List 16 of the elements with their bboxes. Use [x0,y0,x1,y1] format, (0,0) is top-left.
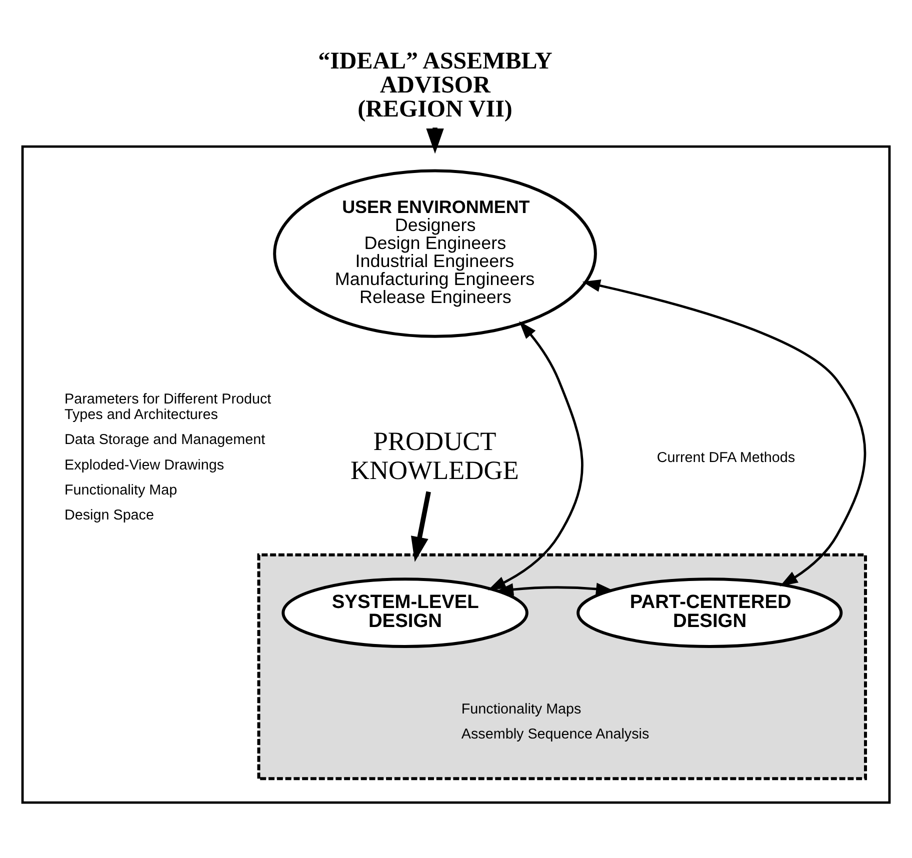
label: Design Space [64,508,154,524]
arrow [410,491,431,562]
arrow [488,321,584,590]
label: Functionality Maps [461,701,582,718]
cluster [257,553,867,780]
label: Exploded-View Drawings [64,457,224,474]
label: Data Storage and Management [64,432,266,448]
cluster [21,145,891,804]
label: Current DFA Methods [656,450,796,466]
node-text: PRODUCT KNOWLEDGE [350,427,519,485]
label: Assembly Sequence Analysis [461,726,650,743]
label: Parameters for Different Product Types and Architectures [64,391,272,423]
node-ellipse: PART-CENTERED DESIGN [576,578,843,648]
label: Functionality Map [64,482,178,498]
arrow [582,279,866,586]
node-text: “IDEAL” ASSEMBLY ADVISOR (REGION VII) [318,48,552,123]
